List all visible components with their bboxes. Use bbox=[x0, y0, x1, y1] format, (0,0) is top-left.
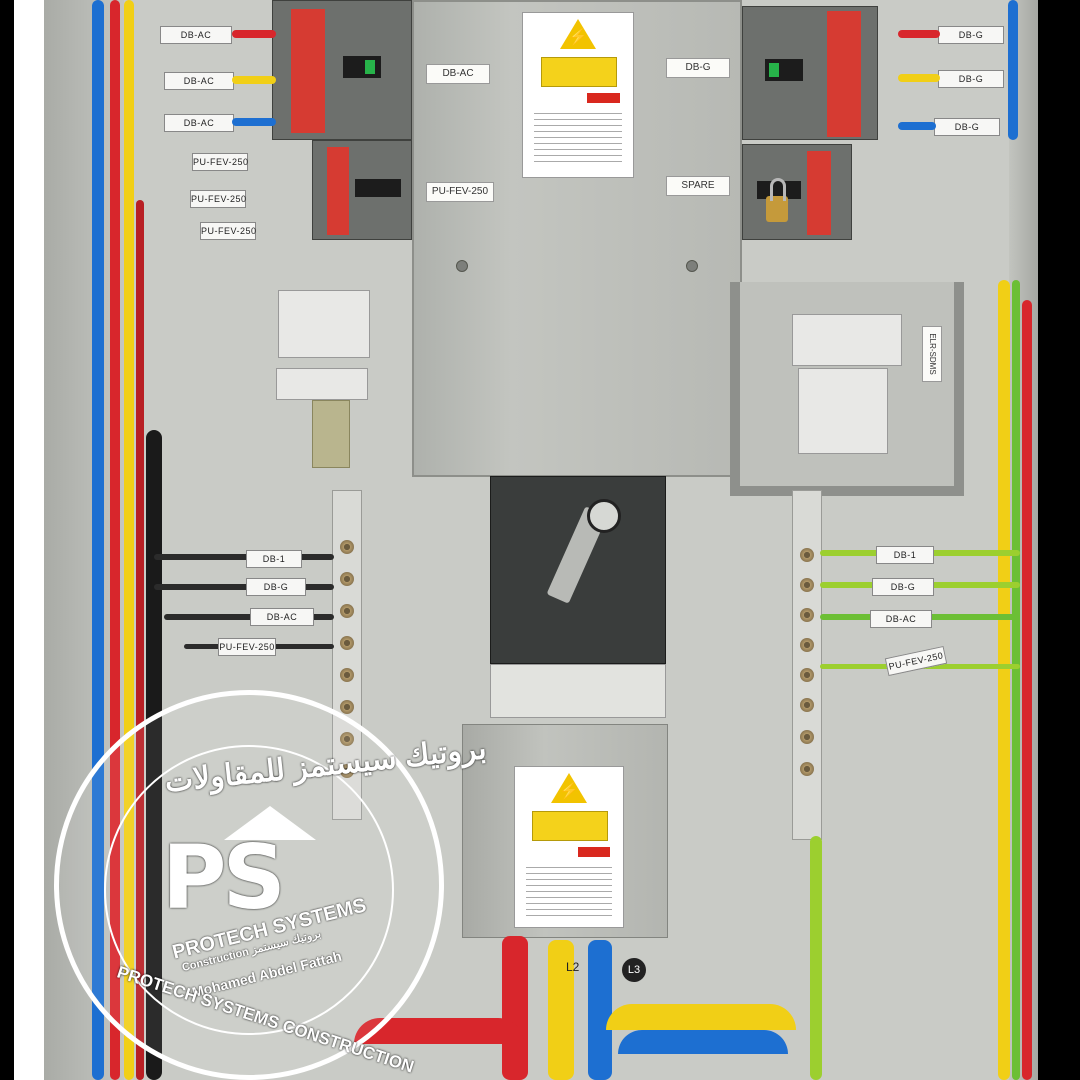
feed-wire-yellow bbox=[232, 76, 276, 84]
feed-wire-blue bbox=[232, 118, 276, 126]
elr-relay bbox=[792, 314, 902, 366]
earth-tag: DB-AC bbox=[250, 608, 314, 626]
incoming-yellow-loop bbox=[606, 1004, 796, 1030]
earth-tag: DB-G bbox=[246, 578, 306, 596]
incoming-yellow bbox=[548, 940, 574, 1080]
feed-wire-yellow-right bbox=[898, 74, 940, 82]
isolator-base bbox=[490, 664, 666, 718]
right-wire-green bbox=[1012, 280, 1020, 1080]
fuse-holder-left bbox=[276, 368, 368, 400]
watermark-house-icon bbox=[224, 806, 316, 840]
earth-busbar-right bbox=[792, 490, 822, 840]
cable-tag: PU-FEV-250 bbox=[190, 190, 246, 208]
cover-label-db-g: DB-G bbox=[666, 58, 730, 78]
earth-main-down bbox=[810, 836, 822, 1080]
feed-wire-red-right bbox=[898, 30, 940, 38]
watermark-brand-mark: PS bbox=[162, 826, 286, 929]
left-wire-red-2 bbox=[136, 200, 144, 1080]
incoming-red bbox=[502, 936, 528, 1080]
padlock-shackle bbox=[770, 178, 786, 201]
mccb-top-right[interactable] bbox=[742, 6, 878, 140]
feed-wire-blue-right bbox=[898, 122, 936, 130]
padlock-icon bbox=[766, 196, 788, 222]
surge-protector-right bbox=[798, 368, 888, 454]
din-rail-left bbox=[312, 400, 350, 468]
lightning-icon: ⚡ bbox=[559, 783, 579, 800]
mccb-top-left[interactable] bbox=[272, 0, 412, 140]
earth-tag: DB-G bbox=[872, 578, 934, 596]
left-wire-yellow bbox=[124, 0, 134, 1080]
lightning-icon: ⚡ bbox=[568, 29, 588, 46]
cable-tag: PU-FEV-250 bbox=[200, 222, 256, 240]
right-wire-blue bbox=[1008, 0, 1018, 140]
incoming-blue-loop bbox=[618, 1030, 788, 1054]
warning-sticker-bottom: ⚡ bbox=[514, 766, 624, 928]
earth-lead-left bbox=[154, 554, 334, 560]
cable-tag: DB-G bbox=[938, 70, 1004, 88]
mccb-left-second[interactable] bbox=[312, 140, 412, 240]
cable-tag: DB-G bbox=[934, 118, 1000, 136]
incoming-blue bbox=[588, 940, 612, 1080]
watermark-seal-inner bbox=[104, 745, 394, 1035]
cable-tag: PU-FEV-250 bbox=[192, 153, 248, 171]
phase-label-l2: L2 bbox=[566, 960, 580, 974]
earth-tag: DB-1 bbox=[246, 550, 302, 568]
earth-lead-left bbox=[164, 614, 334, 620]
main-isolator[interactable] bbox=[490, 476, 666, 664]
right-wire-yellow bbox=[998, 280, 1010, 1080]
cable-tag: DB-AC bbox=[160, 26, 232, 44]
surge-protector-left bbox=[278, 290, 370, 358]
cover-label-spare: SPARE bbox=[666, 176, 730, 196]
cover-label-db-ac: DB-AC bbox=[426, 64, 490, 84]
phase-label-l3: L3 bbox=[622, 958, 646, 982]
mccb-right-spare[interactable] bbox=[742, 144, 852, 240]
right-wire-red bbox=[1022, 300, 1032, 1080]
left-wire-red bbox=[110, 0, 120, 1080]
cable-tag: DB-G bbox=[938, 26, 1004, 44]
earth-lead-left bbox=[154, 584, 334, 590]
feed-wire-red bbox=[232, 30, 276, 38]
cable-tag: DB-AC bbox=[164, 72, 234, 90]
earth-tag: DB-AC bbox=[870, 610, 932, 628]
earth-tag: PU-FEV-250 bbox=[218, 638, 276, 656]
cover-label-pu-fev: PU-FEV-250 bbox=[426, 182, 494, 202]
earth-tag: DB-1 bbox=[876, 546, 934, 564]
cable-tag: DB-AC bbox=[164, 114, 234, 132]
warning-sticker-top: ⚡ bbox=[522, 12, 634, 178]
relay-side-label: ELR-SDMS bbox=[922, 326, 942, 382]
isolator-knob[interactable] bbox=[587, 499, 621, 533]
photo-frame: ⚡ DB-AC DB-G PU-FEV-250 SPARE DB-AC DB-A… bbox=[14, 0, 1038, 1080]
